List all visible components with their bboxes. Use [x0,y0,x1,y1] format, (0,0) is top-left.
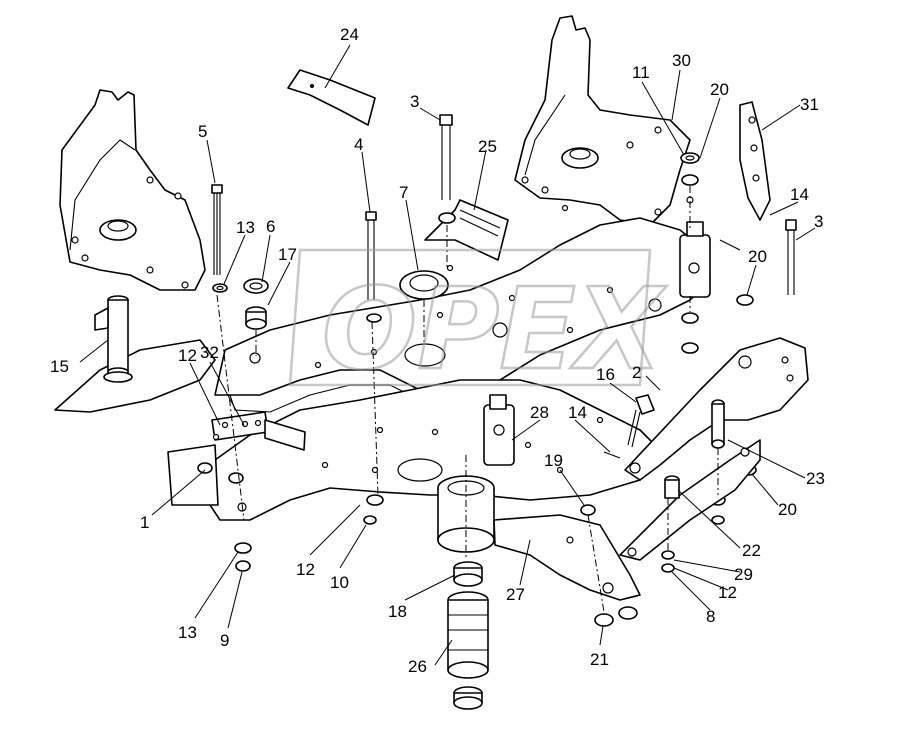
callout-16: 16 [596,365,615,384]
main-frame-top-plate [214,204,711,413]
callout-2: 2 [632,363,641,382]
callout-18: 18 [388,602,407,621]
callout-26: 26 [408,657,427,676]
callout-8: 8 [706,607,715,626]
axis-lines [216,186,719,613]
washers-and-nuts [212,152,757,627]
callout-leaders [79,44,816,666]
pin-part-16 [603,394,655,459]
callout-11: 11 [632,63,650,82]
callout-19: 19 [544,451,563,470]
callout-9: 9 [220,631,229,650]
callout-23: 23 [806,469,825,488]
housing-part-27 [437,475,641,601]
callout-12-lower: 12 [296,560,315,579]
callout-12-right: 12 [718,583,737,602]
bolt-part-3-top [439,114,453,200]
callout-31: 31 [800,95,819,114]
callout-24: 24 [340,25,359,44]
plate-part-25 [424,199,509,261]
bushing-part-18 [453,561,483,587]
callout-30: 30 [672,51,691,70]
end-plate-part-1 [167,411,306,506]
clip-part-24 [287,69,376,126]
callout-28: 28 [530,403,549,422]
callout-25: 25 [478,137,497,156]
callout-10: 10 [330,573,349,592]
callouts: 24 3 5 4 25 7 13 6 17 15 12 32 1 12 10 1… [50,25,825,676]
callout-5: 5 [198,122,207,141]
callout-13-bottom: 13 [178,623,197,642]
callout-32: 32 [200,343,219,362]
callout-14-lower: 14 [568,403,587,422]
callout-15: 15 [50,357,69,376]
bolt-part-3-right [785,219,797,295]
watermark: OPEX [288,248,668,396]
callout-1: 1 [140,513,149,532]
callout-7: 7 [399,183,408,202]
callout-13-top: 13 [236,218,255,237]
callout-6: 6 [266,217,275,236]
callout-20-bottom: 20 [778,500,797,519]
bushing-part-26 [447,591,489,710]
callout-3-right: 3 [814,212,823,231]
callout-20-top: 20 [710,80,729,99]
right-mount-bracket [514,15,694,226]
left-mount-bracket [54,89,216,413]
callout-21: 21 [590,650,609,669]
lower-arm [619,399,761,561]
bolt-part-5 [211,184,223,275]
callout-20-right: 20 [748,247,767,266]
callout-4: 4 [354,135,363,154]
main-frame-bottom-plate [209,379,661,521]
plate-part-31 [739,101,771,221]
callout-14-upper: 14 [790,185,809,204]
bolt-part-4 [365,211,377,300]
callout-29: 29 [734,565,753,584]
callout-27: 27 [506,585,525,604]
callout-17: 17 [278,245,297,264]
link-part-14-upper [679,221,741,298]
callout-3-top: 3 [410,92,419,111]
callout-12-upper: 12 [178,346,197,365]
pin-part-15 [94,295,133,383]
watermark-text: OPEX [322,265,667,395]
callout-22: 22 [742,541,761,560]
link-part-28 [483,394,515,466]
